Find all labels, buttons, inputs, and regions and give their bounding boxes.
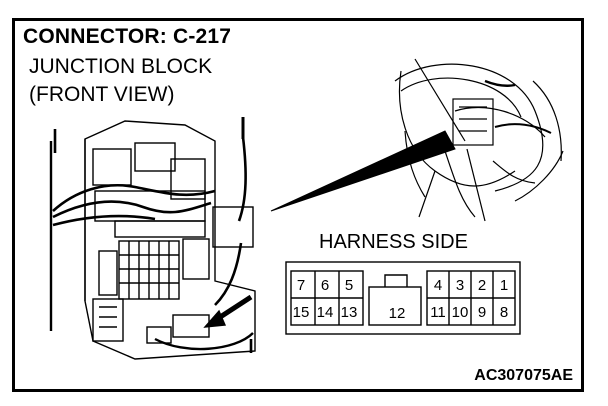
diagram-frame: CONNECTOR: C-217 JUNCTION BLOCK (FRONT V… <box>12 18 584 392</box>
pin-label: 6 <box>320 277 330 294</box>
pin-label: 5 <box>344 277 354 294</box>
pin-label: 14 <box>316 304 334 321</box>
leader-wedge <box>270 130 456 212</box>
pin-label: 15 <box>292 304 310 321</box>
pin-label: 13 <box>340 304 358 321</box>
figure-code: AC307075AE <box>474 367 573 384</box>
subtitle-line-1: JUNCTION BLOCK <box>29 55 213 78</box>
subtitle-line-2: (FRONT VIEW) <box>29 83 175 106</box>
junction-block-drawing <box>49 117 256 360</box>
pin-label: 1 <box>499 277 509 294</box>
pin-label: 7 <box>296 277 306 294</box>
vehicle-location-drawing <box>394 58 564 222</box>
pin-label: 12 <box>388 305 406 322</box>
pin-label: 10 <box>451 304 469 321</box>
pin-label: 3 <box>455 277 465 294</box>
pin-label: 9 <box>477 304 487 321</box>
illustration <box>49 58 564 360</box>
pin-label: 8 <box>499 304 509 321</box>
connector-title: CONNECTOR: C-217 <box>23 25 232 48</box>
pin-label: 4 <box>433 277 443 294</box>
pin-label: 2 <box>477 277 487 294</box>
harness-side-label: HARNESS SIDE <box>319 231 468 253</box>
connector-face <box>285 261 521 335</box>
pin-label: 11 <box>430 304 446 321</box>
